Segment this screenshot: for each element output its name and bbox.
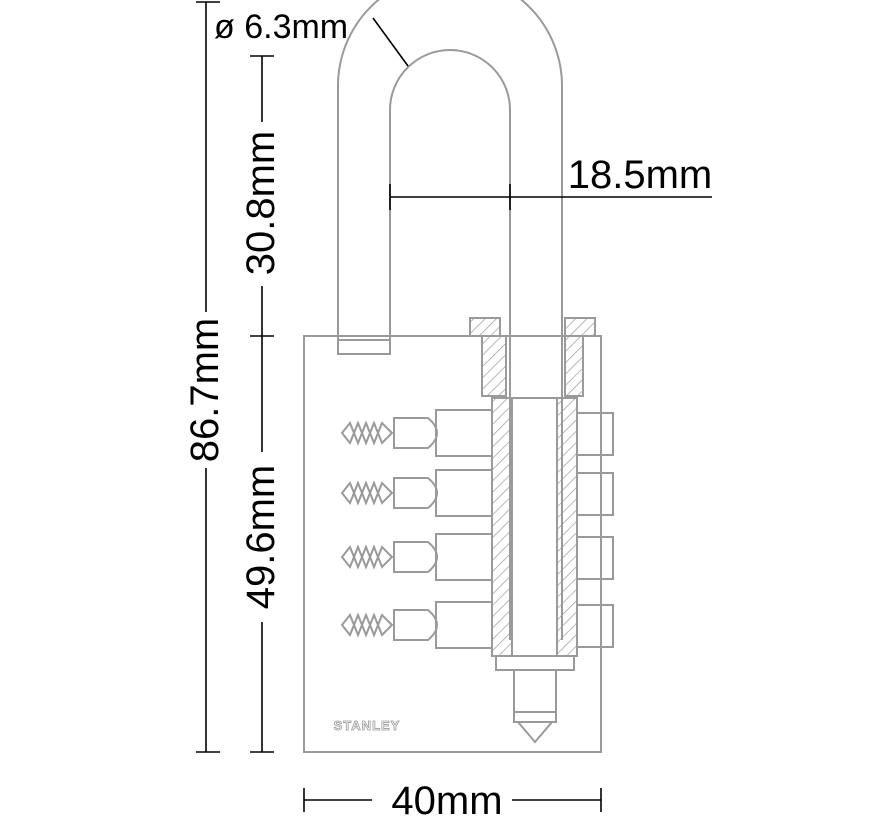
dimension-body-width: 40mm: [303, 779, 602, 820]
spindle-column: [491, 397, 578, 744]
padlock-body: [303, 335, 602, 753]
combination-wheel-row-1: [340, 409, 614, 457]
padlock-shackle: [337, 0, 563, 640]
dimension-shackle-diameter: ø 6.3mm: [214, 8, 409, 67]
shackle-collar: [469, 317, 596, 397]
combination-wheel-row-4: [340, 601, 614, 649]
combination-wheel-row-2: [340, 469, 614, 517]
shackle-clearance-label: 30.8mm: [239, 131, 283, 276]
body-height-label: 49.6mm: [239, 465, 283, 610]
body-width-label: 40mm: [391, 779, 502, 820]
dimension-body-height: 49.6mm: [239, 336, 283, 753]
shackle-diameter-label: ø 6.3mm: [214, 8, 348, 46]
dimension-shackle-inner-width: 18.5mm: [389, 153, 713, 210]
dimension-overall-height: 86.7mm: [183, 1, 227, 753]
overall-height-label: 86.7mm: [183, 318, 227, 463]
dimension-shackle-clearance: 30.8mm: [239, 55, 283, 337]
brand-logo: STANLEY: [334, 718, 401, 733]
combination-wheel-row-3: [340, 533, 614, 581]
shackle-inner-width-label: 18.5mm: [568, 153, 713, 197]
